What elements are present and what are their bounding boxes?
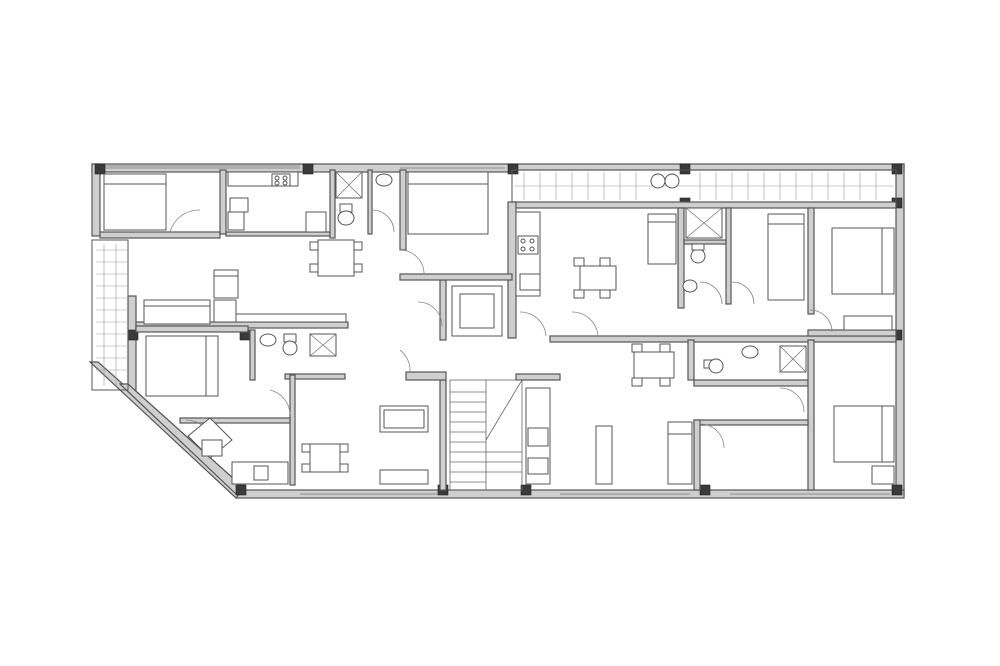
- west-unit: [103, 171, 489, 325]
- north-windows: [100, 165, 505, 169]
- west-terrace: [91, 239, 129, 391]
- southeast-unit: [525, 343, 895, 485]
- northeast-terrace: [511, 169, 897, 203]
- southwest-unit: [145, 333, 429, 485]
- interior-walls: [99, 169, 897, 491]
- northeast-unit: [515, 207, 895, 331]
- door-swings: [169, 209, 833, 449]
- stair-core: [449, 285, 523, 491]
